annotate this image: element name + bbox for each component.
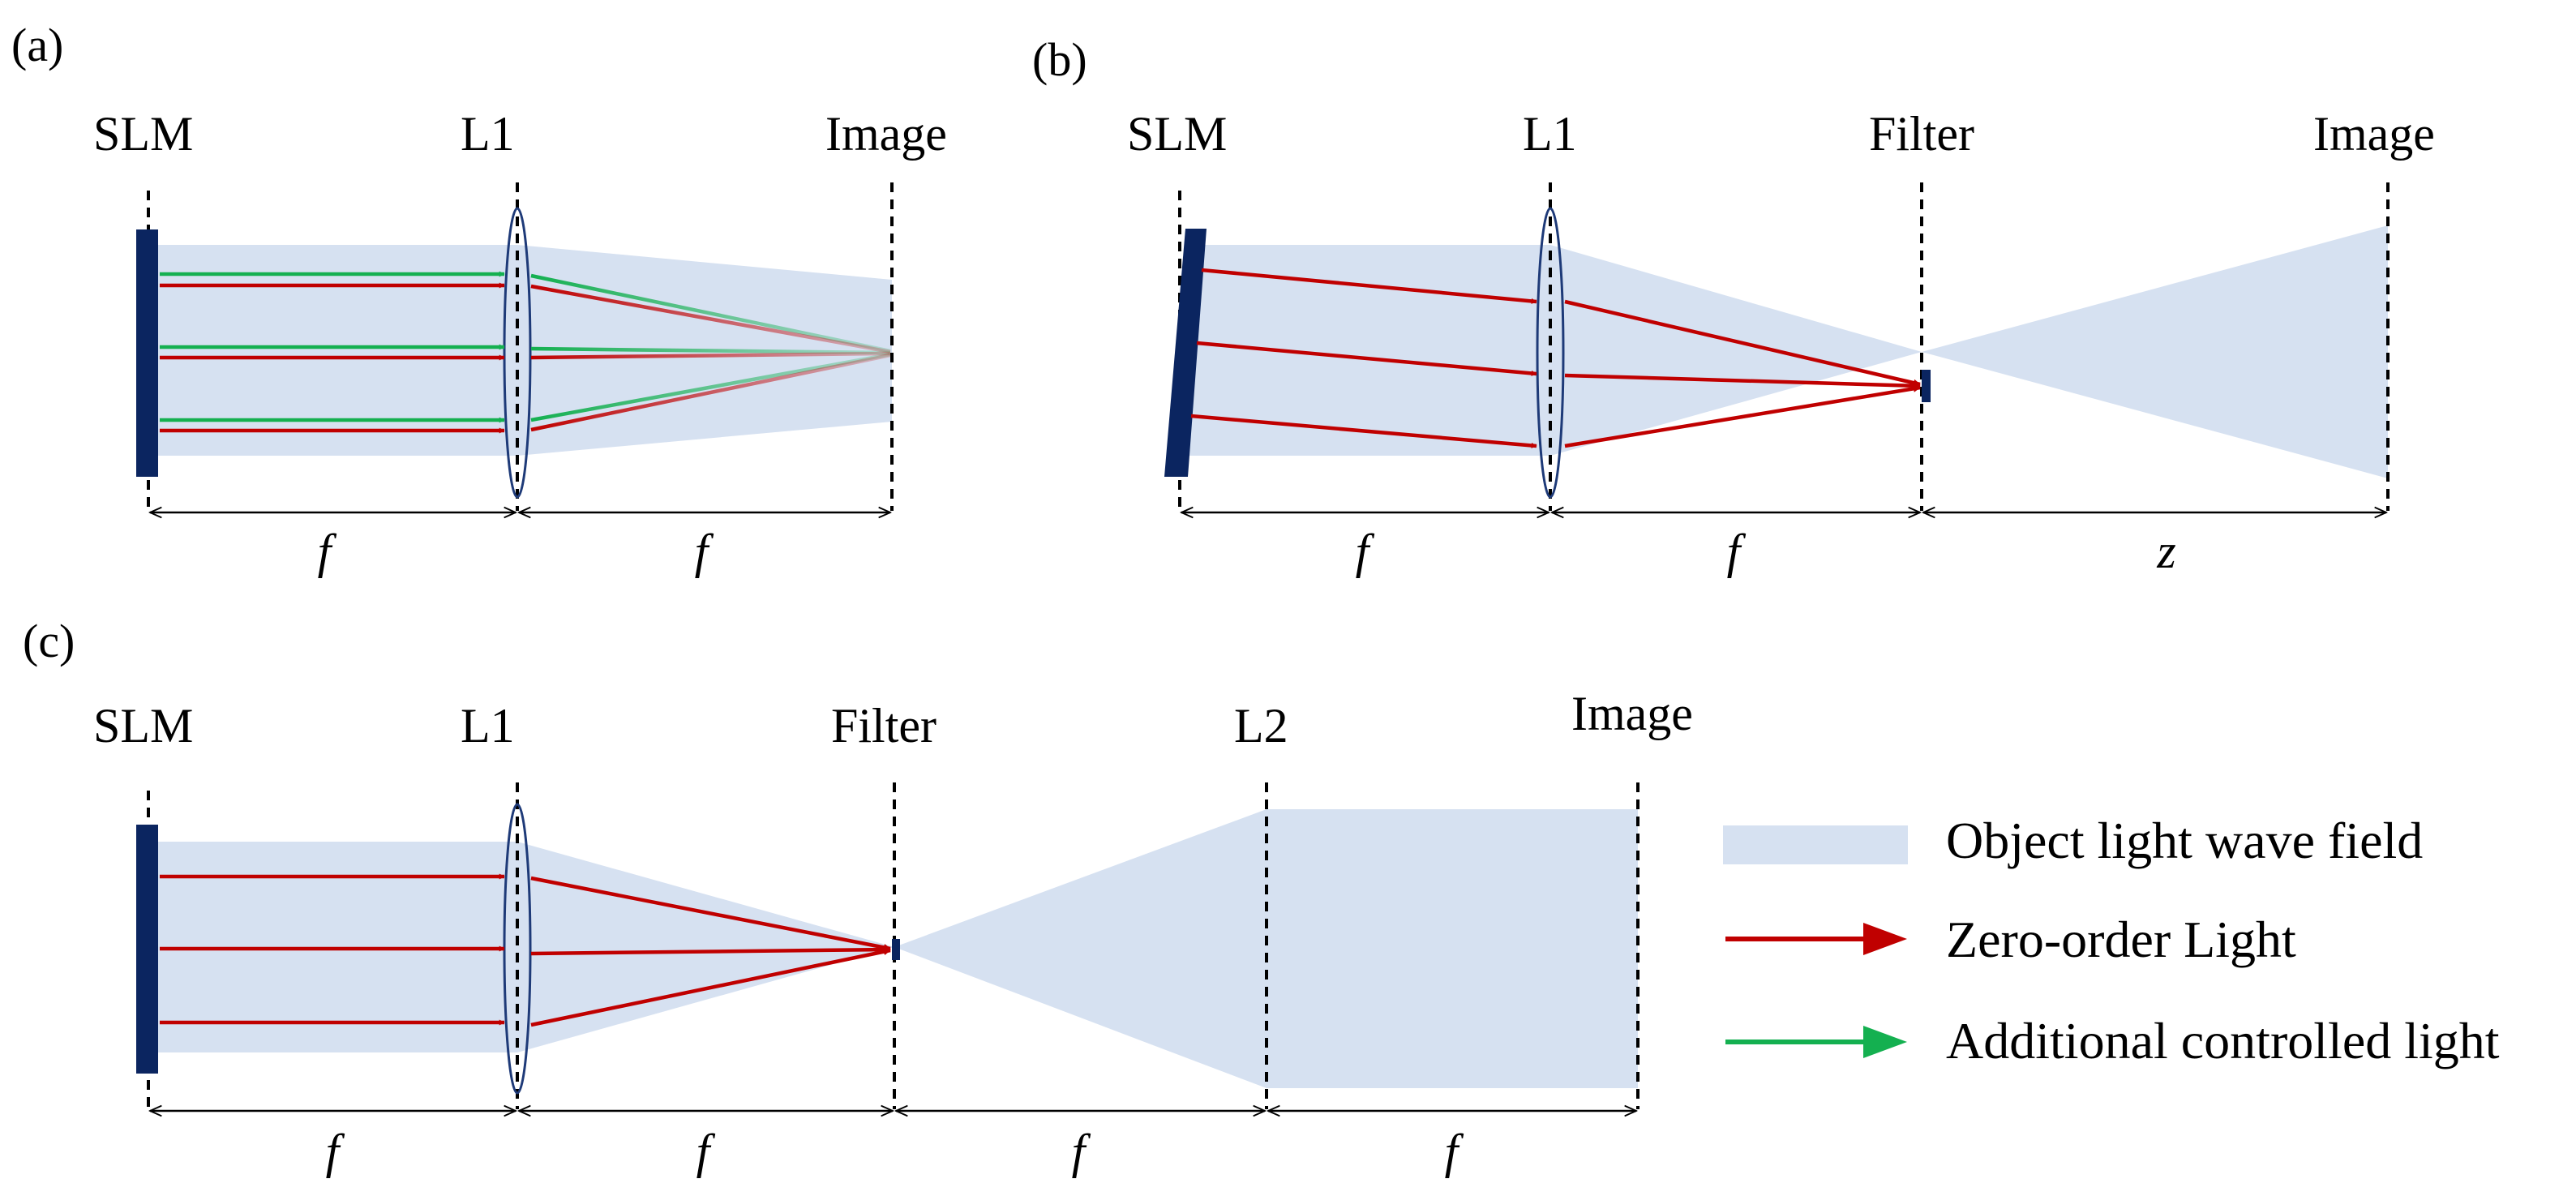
panel-a: (a) SLM L1 Image — [11, 19, 947, 578]
panel-b-filter-label: Filter — [1869, 107, 1974, 161]
panel-a-lens — [503, 207, 532, 499]
panel-a-dist-2: f — [695, 525, 714, 578]
panel-a-tag: (a) — [11, 19, 63, 71]
panel-a-controlled-rays — [160, 271, 891, 423]
legend: Object light wave field Zero-order Light… — [1723, 812, 2500, 1070]
legend-zero-order-arrow — [1725, 923, 1907, 955]
panel-b-lens-label: L1 — [1523, 107, 1577, 161]
panel-b-tag: (b) — [1032, 33, 1087, 86]
panel-b-dist-2: f — [1727, 525, 1747, 578]
panel-c: (c) SLM L1 Filter L2 Image f f — [23, 615, 1693, 1178]
panel-a-zero-order-rays — [160, 282, 891, 434]
panel-b: (b) SLM L1 Filter Image f f z — [1032, 33, 2435, 578]
panel-c-dist-2: f — [697, 1125, 716, 1178]
panel-c-field — [152, 809, 1638, 1088]
panel-a-slm-label: SLM — [93, 107, 193, 161]
panel-b-slm — [1164, 229, 1207, 477]
legend-field-swatch — [1723, 825, 1908, 864]
panel-b-dist-3: z — [2156, 525, 2175, 578]
panel-c-dist-4: f — [1445, 1125, 1464, 1178]
panel-a-dist-1: f — [318, 525, 337, 578]
panel-b-lens — [1536, 207, 1565, 499]
panel-c-image-label: Image — [1571, 687, 1693, 740]
panel-a-image-label: Image — [825, 107, 947, 161]
legend-controlled-arrow — [1725, 1026, 1907, 1058]
panel-b-image-label: Image — [2313, 107, 2435, 161]
panel-c-lens2-label: L2 — [1234, 699, 1288, 752]
panel-a-lens-label: L1 — [461, 107, 515, 161]
legend-field-label: Object light wave field — [1946, 812, 2423, 869]
panel-b-slm-label: SLM — [1127, 107, 1227, 161]
panel-b-filter — [1922, 370, 1931, 402]
panel-b-dist-1: f — [1356, 525, 1375, 578]
panel-c-lens1-label: L1 — [461, 699, 515, 752]
panel-a-field — [152, 245, 892, 456]
panel-c-dist-1: f — [326, 1125, 345, 1178]
panel-c-tag: (c) — [23, 615, 75, 667]
panel-c-zero-order-rays — [160, 873, 891, 1027]
legend-zero-order-label: Zero-order Light — [1946, 911, 2296, 968]
panel-c-slm — [136, 825, 158, 1074]
legend-controlled-label: Additional controlled light — [1946, 1012, 2500, 1070]
panel-c-dist-3: f — [1072, 1125, 1091, 1178]
panel-b-zero-order-rays — [1190, 268, 1921, 448]
panel-c-filter — [892, 939, 900, 960]
panel-c-filter-label: Filter — [831, 699, 937, 752]
panel-a-slm — [136, 229, 158, 477]
panel-c-slm-label: SLM — [93, 699, 193, 752]
